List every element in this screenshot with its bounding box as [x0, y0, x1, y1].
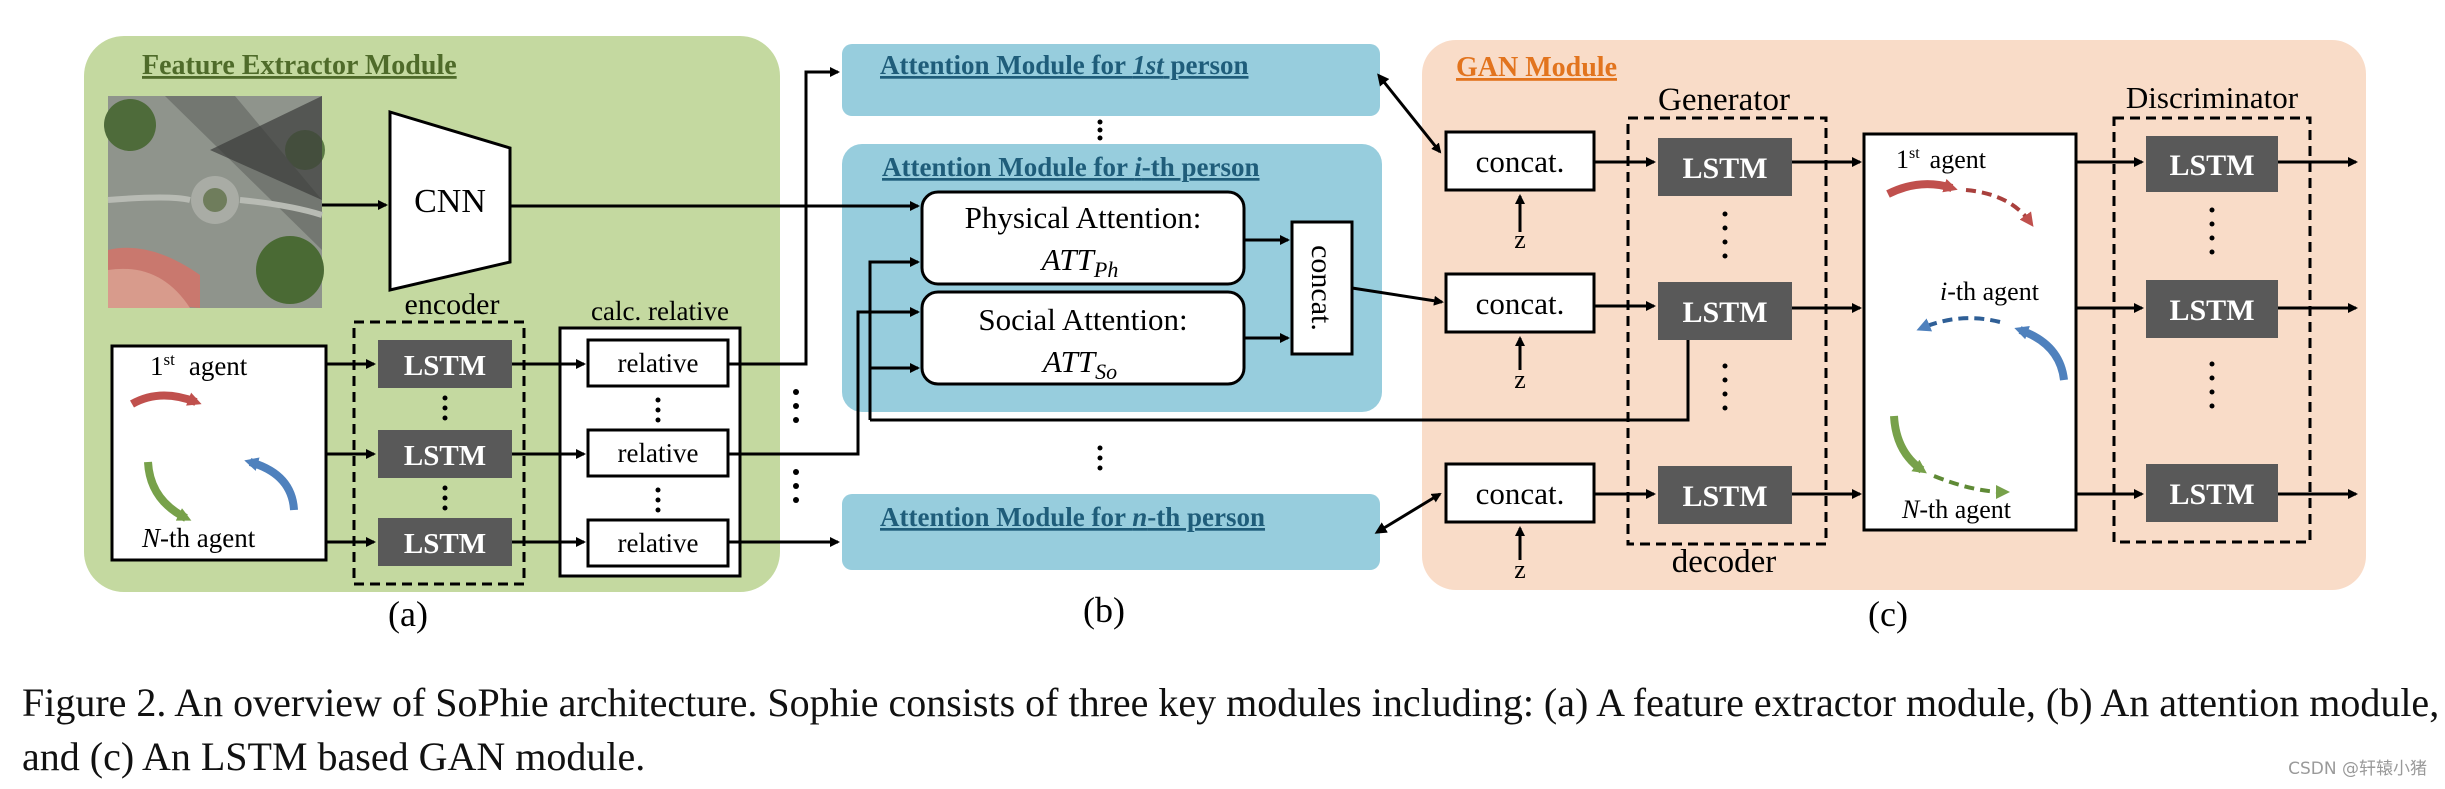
- agent-n-observed-icon: [1890, 415, 1927, 474]
- attention-first-panel: [842, 44, 1380, 116]
- link-attn-n-to-concat: [1374, 492, 1442, 534]
- discriminator-box: [2112, 116, 2312, 544]
- physical-attention-box: [920, 190, 1246, 286]
- attention-i-title: Attention Module for i-th person: [882, 152, 1260, 182]
- discriminator-ellipsis: [2209, 207, 2215, 409]
- social-attention-label: Social Attention:: [978, 302, 1187, 337]
- svg-text:LSTM: LSTM: [2169, 294, 2254, 327]
- encoder-lstm-3: LSTM: [378, 518, 512, 566]
- svg-text:z: z: [1514, 555, 1526, 584]
- svg-text:LSTM: LSTM: [1682, 152, 1767, 185]
- ellipsis-mid-b: [1097, 445, 1103, 471]
- svg-text:concat.: concat.: [1476, 476, 1565, 511]
- decoder-lstm-1: LSTM: [1658, 138, 1792, 196]
- calc-relative-label: calc. relative: [591, 296, 729, 326]
- relative-ellipsis: [655, 397, 661, 513]
- decoder-label: decoder: [1672, 544, 1776, 580]
- discriminator-lstm-2: LSTM: [2146, 280, 2278, 338]
- encoder-lstm-1: LSTM: [378, 340, 512, 388]
- svg-text:LSTM: LSTM: [2169, 478, 2254, 511]
- agent-n-label: N-th agent: [141, 523, 256, 553]
- relative-box-2: relative: [586, 428, 730, 478]
- link-attn-first-to-concat: [1377, 73, 1442, 154]
- encoder-label: encoder: [405, 288, 500, 321]
- gan-concat-1: concat.: [1444, 130, 1596, 192]
- decoder-feedback-line: [870, 340, 1690, 422]
- gan-concat-2: concat.: [1444, 272, 1596, 334]
- decoder-box: [1626, 116, 1828, 546]
- svg-text:LSTM: LSTM: [1682, 296, 1767, 329]
- decoder-lstm-2: LSTM: [1658, 282, 1792, 340]
- red-trajectory-icon: [130, 391, 202, 408]
- svg-text:LSTM: LSTM: [404, 350, 486, 382]
- decoder-ellipsis: [1722, 211, 1728, 411]
- green-trajectory-icon: [144, 461, 192, 522]
- agent-i-predicted-icon: [1916, 316, 2001, 332]
- physical-attention-label: Physical Attention:: [965, 200, 1202, 235]
- encoder-ellipsis: [442, 395, 448, 511]
- gan-module-title: GAN Module: [1456, 52, 1617, 83]
- svg-text:LSTM: LSTM: [404, 440, 486, 472]
- generator-label: Generator: [1658, 82, 1790, 118]
- panel-b-letter: (b): [1083, 590, 1125, 630]
- discriminator-lstm-1: LSTM: [2146, 136, 2278, 192]
- ellipsis-left-b: [793, 389, 799, 503]
- blue-trajectory-icon: [244, 457, 298, 511]
- encoder-box: [352, 320, 526, 586]
- panel-c-letter: (c): [1868, 594, 1908, 634]
- relative-box-1: relative: [586, 338, 730, 388]
- physical-attention-symbol: ATTPh: [1040, 242, 1119, 282]
- svg-text:relative: relative: [618, 528, 699, 558]
- attention-concat-label: concat.: [1305, 245, 1338, 331]
- figure-caption: Figure 2. An overview of SoPhie architec…: [22, 680, 2440, 779]
- svg-text:z: z: [1514, 225, 1526, 254]
- svg-text:LSTM: LSTM: [1682, 480, 1767, 513]
- cnn-label: CNN: [414, 183, 486, 220]
- predicted-trajectories-box: [1862, 132, 2078, 532]
- noise-z-1: z: [1514, 194, 1526, 254]
- svg-text:relative: relative: [618, 348, 699, 378]
- discriminator-lstm-3: LSTM: [2146, 464, 2278, 522]
- svg-text:LSTM: LSTM: [2169, 149, 2254, 182]
- csdn-watermark: CSDN @轩辕小猪: [2288, 759, 2427, 779]
- gan-agent-n-label: N-th agent: [1901, 495, 2012, 524]
- agent-first-predicted-icon: [1965, 188, 2034, 227]
- agent-i-observed-icon: [2014, 326, 2068, 381]
- aerial-scene-image: [104, 96, 325, 308]
- noise-z-3: z: [1514, 526, 1526, 584]
- attention-first-title: Attention Module for 1st person: [880, 50, 1249, 80]
- svg-text:LSTM: LSTM: [404, 528, 486, 560]
- noise-z-2: z: [1514, 336, 1526, 394]
- agent-n-predicted-icon: [1933, 474, 2010, 499]
- svg-text:z: z: [1514, 365, 1526, 394]
- svg-text:relative: relative: [618, 438, 699, 468]
- attention-concat-box: [1290, 220, 1354, 356]
- svg-text:concat.: concat.: [1476, 144, 1565, 179]
- encoder-lstm-2: LSTM: [378, 430, 512, 478]
- ellipsis-between-attention: [1097, 119, 1103, 141]
- arrow-relative2-to-social: [728, 307, 920, 456]
- attention-n-title: Attention Module for n-th person: [880, 502, 1265, 532]
- gan-concat-3: concat.: [1444, 462, 1596, 524]
- discriminator-label: Discriminator: [2126, 80, 2299, 115]
- arrow-relative1-to-attn-first: [728, 67, 840, 366]
- agent-first-observed-icon: [1886, 178, 1958, 198]
- decoder-lstm-3: LSTM: [1658, 466, 1792, 524]
- svg-text:concat.: concat.: [1476, 286, 1565, 321]
- attention-n-panel: [842, 494, 1380, 570]
- link-attn-i-to-concat: [1351, 286, 1444, 306]
- gan-agent-i-label: i-th agent: [1940, 277, 2040, 306]
- panel-a-letter: (a): [388, 594, 428, 634]
- social-attention-symbol: ATTSo: [1041, 344, 1117, 384]
- relative-box-3: relative: [586, 518, 730, 568]
- cnn-block: [388, 109, 512, 292]
- feature-extractor-title: Feature Extractor Module: [142, 50, 457, 81]
